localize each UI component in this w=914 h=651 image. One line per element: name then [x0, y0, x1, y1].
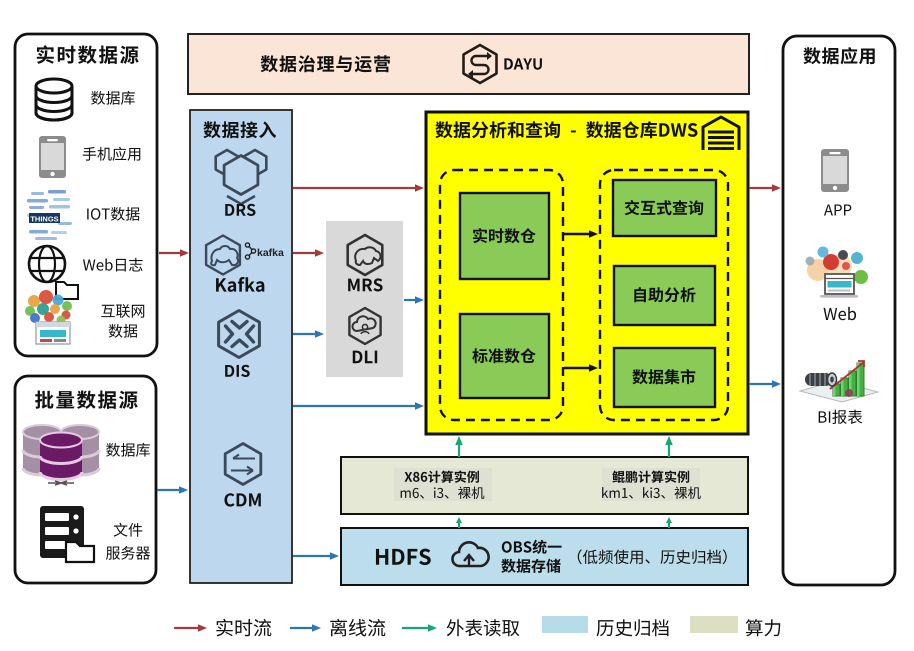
svg-text:THINGS: THINGS [30, 215, 58, 224]
svg-text:kafka: kafka [257, 247, 284, 259]
